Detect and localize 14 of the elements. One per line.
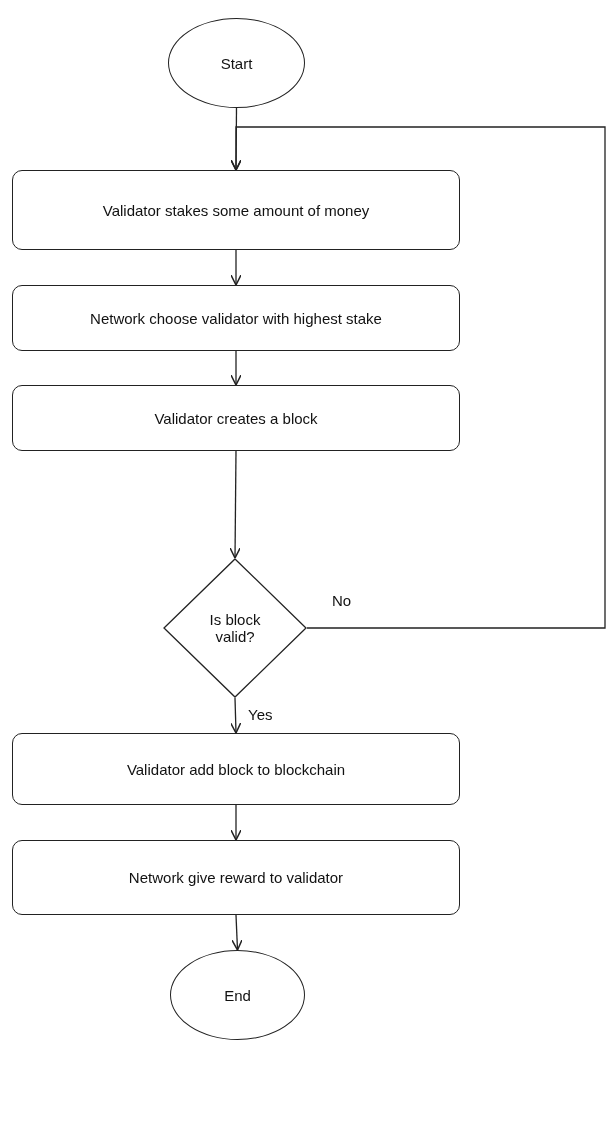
- process-box: [12, 285, 460, 351]
- process-box: [12, 733, 460, 805]
- process-box: [12, 170, 460, 250]
- node-label: End: [224, 986, 251, 1004]
- node-label: Validator add block to blockchain: [126, 760, 346, 778]
- node-label: Validator stakes some amount of money: [102, 201, 370, 219]
- node-label: Network give reward to validator: [128, 869, 344, 886]
- node-label: Validator creates a block: [154, 409, 318, 427]
- process-box: [12, 840, 460, 915]
- node-label: Start: [220, 54, 253, 72]
- node-label: Is block valid?: [208, 611, 262, 645]
- decision-diamond: [163, 558, 307, 698]
- node-label: Network choose validator with highest stake: [90, 309, 382, 327]
- process-box: [12, 385, 460, 451]
